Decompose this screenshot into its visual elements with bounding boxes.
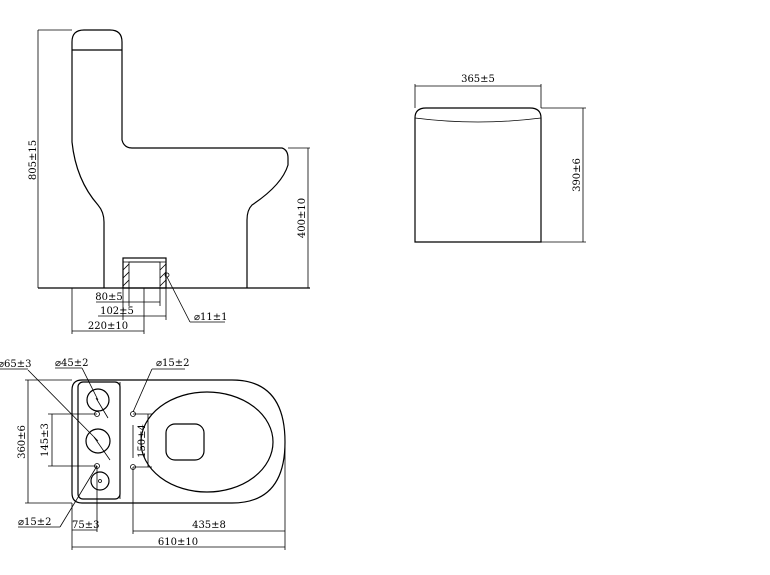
side-view: 805±15 400±10 80±5 102±5 220±10 ⌀11±1 [28,29,310,334]
hole-large [85,428,111,454]
outlet-pipe [122,257,167,289]
dim-height-total: 805±15 [28,140,39,180]
dim-outlet-width: 80±5 [95,292,122,303]
dim-outlet-offset: 220±10 [88,321,128,332]
dim-tank-height: 390±6 [572,158,583,192]
dim-seat-hole-spacing: 150±4 [137,424,148,458]
dim-hole-spacing: 145±3 [40,423,51,457]
top-view: ⌀65±3 ⌀45±2 ⌀15±2 360±6 145±3 150±4 ⌀15±… [0,358,286,550]
top-tank [77,381,121,500]
dim-hole-small: ⌀45±2 [55,358,89,369]
dim-tank-width: 365±5 [461,74,495,85]
dim-hole-large: ⌀65±3 [0,359,32,370]
bowl-drain [165,423,205,461]
toilet-side-outline [71,29,289,288]
tank-view: 365±5 390±6 [414,74,586,243]
dim-seat-hole-bottom: ⌀15±2 [18,517,52,528]
dim-total-length: 610±10 [158,537,198,548]
outlet-pipe-inner [128,261,161,289]
bowl-rim [140,391,274,493]
tank-lid-curve [414,117,542,123]
dim-width: 360±6 [17,425,28,459]
hole-bottom [90,471,110,491]
dim-bowl-length: 435±8 [192,520,226,531]
dim-hole-offset: 75±3 [72,520,99,531]
outlet-hatch [122,263,167,287]
dim-outlet-span: 102±5 [100,306,134,317]
dim-outlet-pipe-diameter: ⌀11±1 [194,312,228,323]
hole-small [86,388,110,412]
top-view-outline [71,379,286,504]
tank-outline [414,107,542,243]
dim-height-seat: 400±10 [297,198,308,238]
dim-seat-hole-top: ⌀15±2 [156,358,190,369]
